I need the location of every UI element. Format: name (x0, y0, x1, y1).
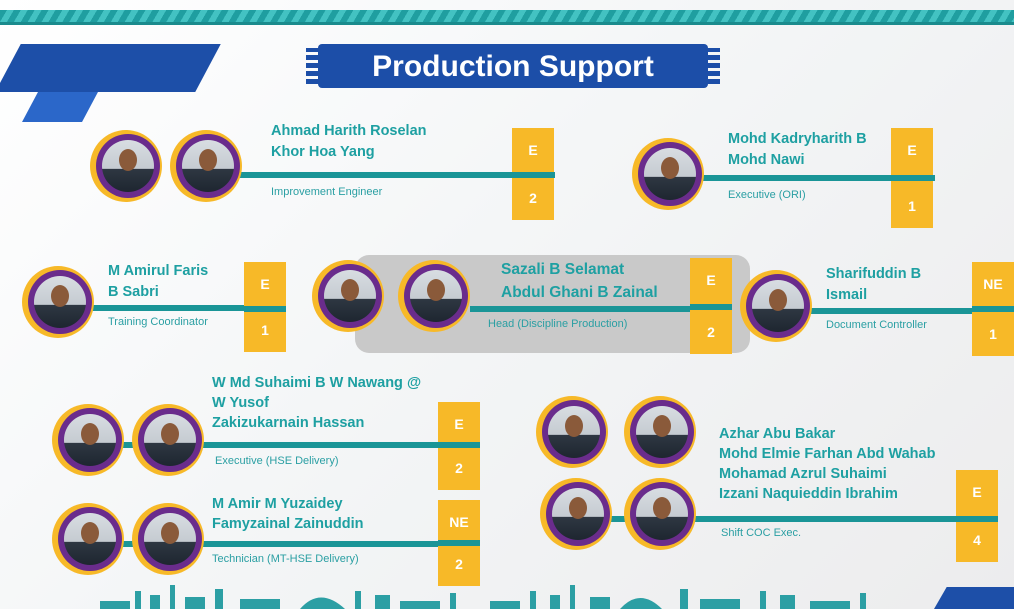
member-name: Azhar Abu Bakar (719, 426, 836, 442)
connector-line (110, 541, 480, 547)
avatar (90, 130, 162, 202)
headcount-badge: NE 2 (438, 500, 480, 586)
member-name: M Amir M Yuzaidey (212, 496, 343, 512)
staff-code: NE (983, 276, 1003, 292)
member-role: Shift COC Exec. (721, 527, 802, 539)
connector-line (230, 172, 555, 178)
top-stripe (0, 10, 1014, 22)
member-name: Mohamad Azrul Suhaimi (719, 466, 887, 482)
corner-decoration (0, 44, 221, 92)
member-role: Training Coordinator (108, 316, 208, 328)
headcount-badge: E 2 (690, 258, 732, 354)
member-name: Ahmad Harith Roselan (271, 123, 427, 139)
member-name: Mohd Elmie Farhan Abd Wahab (719, 446, 936, 462)
member-name: W Yusof (212, 395, 269, 411)
member-name: Sharifuddin B (826, 266, 922, 282)
member-name: W Md Suhaimi B W Nawang @ (212, 375, 422, 391)
member-name: Mohd Kadryharith B (728, 131, 867, 147)
connector-line (700, 175, 935, 181)
avatar (132, 503, 204, 575)
member-name: Ismail (826, 287, 868, 303)
staff-count: 2 (455, 460, 463, 476)
avatar (536, 396, 608, 468)
member-name: Zakizukarnain Hassan (212, 415, 365, 431)
headcount-badge: NE 1 (972, 262, 1014, 356)
member-name: Izzani Naquieddin Ibrahim (719, 486, 898, 502)
staff-count: 1 (989, 326, 997, 342)
member-name: Abdul Ghani B Zainal (501, 284, 658, 301)
member-role: Technician (MT-HSE Delivery) (212, 553, 359, 565)
avatar (170, 130, 242, 202)
title-banner: Production Support (306, 44, 720, 88)
staff-code: E (972, 484, 982, 500)
member-name: Sazali B Selamat (501, 261, 625, 278)
headcount-badge: E 1 (244, 262, 286, 352)
avatar (740, 270, 812, 342)
staff-count: 2 (455, 556, 463, 572)
staff-code: NE (449, 514, 469, 530)
staff-code: E (528, 142, 538, 158)
staff-count: 1 (908, 198, 916, 214)
connector-line (470, 306, 728, 312)
member-role: Head (Discipline Production) (488, 318, 628, 330)
member-name: Mohd Nawi (728, 152, 805, 168)
member-name: Famyzainal Zainuddin (212, 516, 364, 532)
avatar (540, 478, 612, 550)
staff-code: E (260, 276, 270, 292)
member-name: Khor Hoa Yang (271, 144, 375, 160)
industrial-skyline-decoration (100, 585, 866, 609)
avatar (624, 478, 696, 550)
connector-line (600, 516, 995, 522)
staff-count: 2 (529, 190, 537, 206)
staff-count: 2 (707, 324, 715, 340)
avatar (52, 404, 124, 476)
staff-code: E (706, 272, 716, 288)
staff-code: E (454, 416, 464, 432)
member-role: Document Controller (826, 319, 927, 331)
headcount-badge: E 4 (956, 470, 998, 562)
staff-code: E (907, 142, 917, 158)
connector-line (110, 442, 480, 448)
corner-decoration-small (22, 92, 98, 122)
avatar (632, 138, 704, 210)
member-role: Executive (ORI) (728, 189, 806, 201)
avatar (624, 396, 696, 468)
member-role: Executive (HSE Delivery) (215, 455, 339, 467)
corner-decoration-bottom (934, 587, 1014, 609)
avatar (22, 266, 94, 338)
connector-line (790, 308, 1014, 314)
headcount-badge: E 2 (512, 128, 554, 220)
avatar (132, 404, 204, 476)
avatar (398, 260, 470, 332)
avatar (312, 260, 384, 332)
staff-count: 4 (973, 532, 981, 548)
connector-line (80, 305, 285, 311)
avatar (52, 503, 124, 575)
top-rule (0, 22, 1014, 25)
member-role: Improvement Engineer (271, 186, 383, 198)
headcount-badge: E 1 (891, 128, 933, 228)
member-name: M Amirul Faris (108, 263, 209, 279)
staff-count: 1 (261, 322, 269, 338)
headcount-badge: E 2 (438, 402, 480, 490)
page-title: Production Support (372, 50, 654, 83)
member-name: B Sabri (108, 284, 159, 300)
